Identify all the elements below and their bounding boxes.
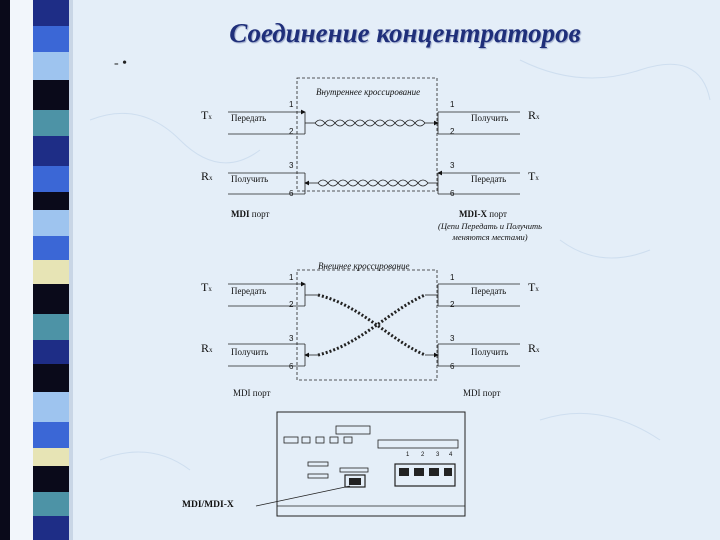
- mdi-port-right-label: MDI порт: [463, 388, 501, 398]
- left2-rx-signal: Rx: [201, 341, 213, 355]
- left-rx-signal: Rx: [201, 169, 213, 183]
- left-stripe-bar: [0, 0, 73, 540]
- internal-crossover-caption: Внутреннее кроссирование: [316, 87, 421, 97]
- right2-rx-label: Получить: [471, 347, 509, 357]
- left2-pin-1: 1: [289, 273, 294, 282]
- right-pin-1: 1: [450, 100, 455, 109]
- right2-tx-label: Передать: [471, 286, 507, 296]
- left2-tx-signal: Tx: [201, 280, 212, 294]
- external-crossover-box: [296, 269, 438, 381]
- right2-pin-3: 3: [450, 334, 455, 343]
- hub-port-number-1: 1: [406, 452, 410, 458]
- right-tx-label: Передать: [471, 174, 507, 184]
- left-pin-2: 2: [289, 127, 294, 136]
- left-pin-1: 1: [289, 100, 294, 109]
- right2-pin-6: 6: [450, 362, 455, 371]
- left-pin-6: 6: [289, 189, 294, 198]
- left-tx-signal: Tx: [201, 108, 212, 122]
- right-pin-3: 3: [450, 161, 455, 170]
- left-pin-3: 3: [289, 161, 294, 170]
- left2-pin-6: 6: [289, 362, 294, 371]
- right2-tx-signal: Tx: [528, 280, 539, 294]
- mdi-mdi-x-switch-label: MDI/MDI-X: [182, 500, 234, 510]
- right-tx-signal: Tx: [528, 169, 539, 183]
- right-pin-6: 6: [450, 189, 455, 198]
- mdi-port-label: MDI порт: [231, 209, 270, 219]
- left2-pin-3: 3: [289, 334, 294, 343]
- mdi-port-left-label: MDI порт: [233, 388, 271, 398]
- left2-rx-label: Получить: [231, 347, 269, 357]
- internal-crossover-box: [296, 77, 438, 192]
- right-rx-signal: Rx: [528, 108, 540, 122]
- left2-tx-label: Передать: [231, 286, 267, 296]
- mdi-x-port-label: MDI-X порт: [459, 209, 507, 219]
- right2-rx-signal: Rx: [528, 341, 540, 355]
- bullet-marker: - •: [114, 56, 128, 71]
- right-rx-label: Получить: [471, 113, 509, 123]
- right-pin-2: 2: [450, 127, 455, 136]
- hub-port-number-3: 3: [436, 452, 440, 458]
- hub-port-number-2: 2: [421, 452, 425, 458]
- left-tx-label: Передать: [231, 113, 267, 123]
- hub-front-panel: [276, 411, 466, 517]
- right2-pin-1: 1: [450, 273, 455, 282]
- slide-title: Соединение концентраторов: [229, 18, 581, 48]
- hub-port-number-4: 4: [449, 452, 453, 458]
- left2-pin-2: 2: [289, 300, 294, 309]
- right2-pin-2: 2: [450, 300, 455, 309]
- left-rx-label: Получить: [231, 174, 269, 184]
- external-crossover-caption: Внешнее кроссирование: [318, 261, 410, 271]
